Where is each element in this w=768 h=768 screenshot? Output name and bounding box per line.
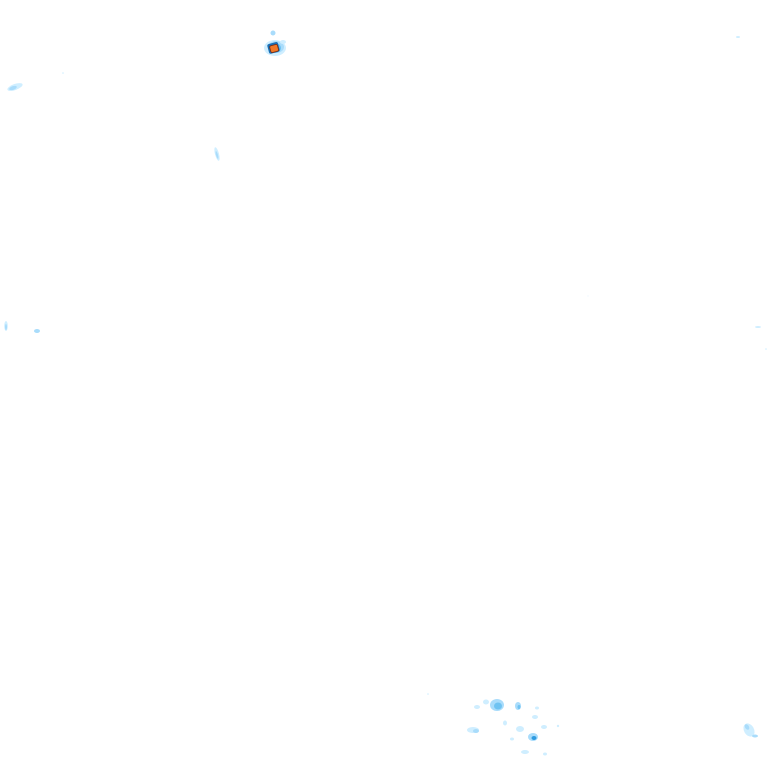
precip-blob <box>503 720 507 726</box>
precip-cell-northwest <box>7 72 64 91</box>
precip-blob <box>535 706 539 710</box>
precip-blob <box>736 36 740 38</box>
precip-blob <box>9 85 17 91</box>
precip-blob <box>483 699 489 705</box>
precip-blob <box>62 72 64 74</box>
precip-cell-west <box>4 321 40 333</box>
precip-blob <box>541 725 547 729</box>
precip-blob <box>474 705 480 709</box>
precip-blob <box>280 40 286 44</box>
precip-blob <box>532 715 538 719</box>
precip-blob <box>531 736 537 740</box>
precip-blob <box>587 295 589 297</box>
precip-blob <box>494 702 502 710</box>
precip-blob <box>427 693 429 695</box>
precip-blob <box>516 726 524 732</box>
precip-blob <box>755 326 761 328</box>
precip-core <box>269 44 279 53</box>
precip-cell-east <box>587 36 767 350</box>
precip-blob <box>556 724 560 728</box>
precip-blob <box>765 348 767 350</box>
precip-blob <box>473 729 479 733</box>
precip-cell-south <box>427 693 560 756</box>
precip-blob <box>744 724 750 730</box>
precip-blob <box>752 734 758 738</box>
precip-blob <box>517 705 521 709</box>
precip-cell-north-central <box>214 147 220 161</box>
precip-blob <box>34 329 40 333</box>
precip-blob <box>543 752 547 756</box>
precip-blob <box>5 324 7 330</box>
precip-cell-southeast <box>743 723 758 738</box>
precip-cell-north <box>264 30 286 56</box>
precip-blob <box>510 737 514 741</box>
precip-blob <box>215 151 219 159</box>
precip-blob <box>521 750 529 754</box>
precip-blob <box>270 30 276 36</box>
